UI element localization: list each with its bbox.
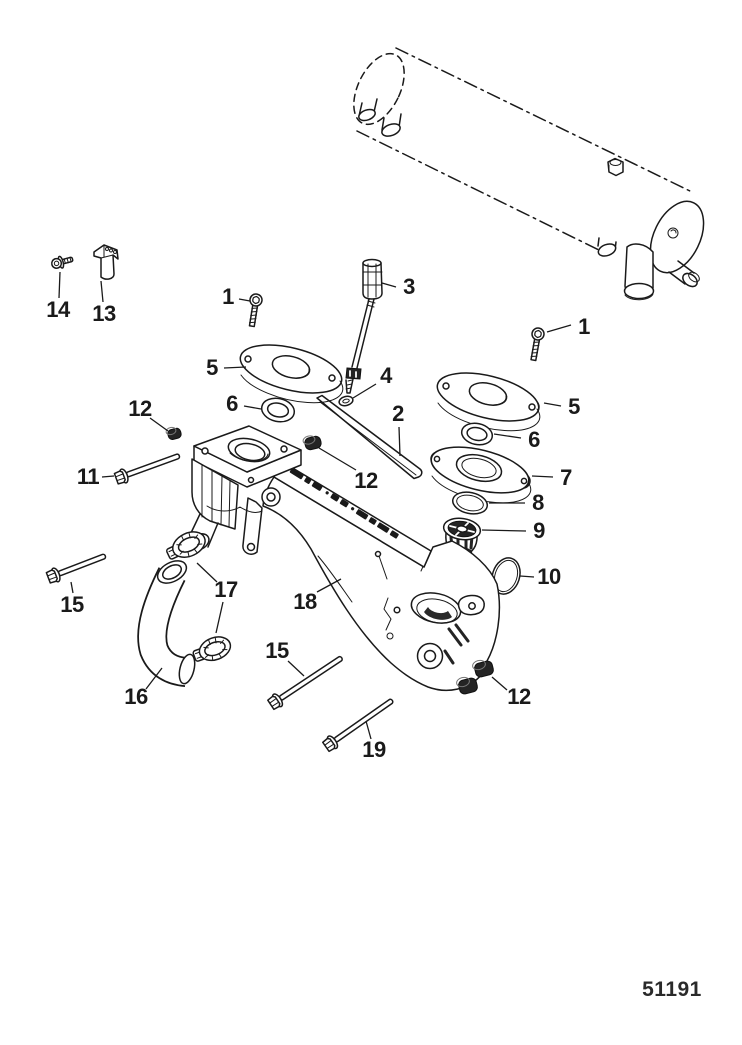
bolt-11 — [113, 453, 181, 485]
leader-12b — [318, 447, 357, 471]
callout-5a: 5 — [206, 355, 218, 380]
leader-2 — [398, 426, 401, 457]
socket-bolt-left — [245, 292, 264, 328]
leader-13 — [100, 280, 104, 303]
tank-nut — [607, 157, 624, 177]
leader-1a — [238, 298, 251, 302]
leader-17 — [196, 562, 218, 583]
tank-side-fitting — [668, 260, 700, 288]
leader-4 — [352, 383, 377, 399]
clip-bracket-13 — [93, 244, 119, 280]
casting-marks — [289, 467, 399, 539]
callout-12c: 12 — [507, 684, 531, 709]
callout-3: 3 — [403, 274, 415, 299]
hose-elbow — [137, 560, 196, 687]
tank-bottom-stub — [597, 237, 617, 257]
callout-14: 14 — [46, 297, 70, 322]
plug-12a — [165, 426, 182, 440]
flat-bar — [316, 394, 423, 480]
callout-9: 9 — [533, 518, 545, 543]
drawing-number: 51191 — [642, 978, 702, 1001]
gasket-plate — [430, 446, 532, 504]
hose-clamp-upper — [166, 531, 206, 560]
callout-19: 19 — [362, 737, 386, 762]
socket-bolt-right — [526, 326, 546, 362]
bolt-19 — [321, 698, 394, 753]
tank-elbow-outlet — [623, 243, 655, 301]
flange-plate-left — [239, 344, 344, 404]
callout-13: 13 — [92, 301, 116, 326]
callout-18: 18 — [293, 589, 317, 614]
callout-12a: 12 — [128, 396, 152, 421]
callout-15b: 15 — [265, 638, 289, 663]
leader-15a — [70, 581, 74, 594]
seal-ring-right — [460, 422, 494, 446]
callout-6b: 6 — [528, 427, 540, 452]
tank-end-cap — [649, 200, 705, 274]
leader-6b — [493, 433, 522, 439]
callout-16: 16 — [124, 684, 148, 709]
o-ring-10 — [491, 557, 521, 595]
callout-4: 4 — [380, 363, 392, 388]
leader-5a — [223, 366, 247, 369]
callout-8: 8 — [532, 490, 544, 515]
callout-10: 10 — [537, 564, 561, 589]
callout-15a: 15 — [60, 592, 84, 617]
bolt-15b — [267, 655, 343, 711]
cylindrical-tank-outline — [353, 47, 705, 301]
callout-1b: 1 — [578, 314, 590, 339]
bolt-15a — [45, 553, 107, 584]
leader-15b — [287, 660, 305, 677]
tank-stub-fittings — [358, 98, 402, 137]
leader-3 — [381, 282, 397, 288]
plug-12c-upper — [472, 659, 494, 678]
leader-7 — [531, 475, 554, 478]
callout-11: 11 — [76, 464, 100, 489]
seal-ring-left — [260, 397, 296, 423]
plug-12b — [302, 435, 322, 451]
callout-17: 17 — [214, 577, 238, 602]
small-ring — [338, 395, 354, 407]
leader-6a — [243, 405, 262, 410]
flange-plate-right — [436, 372, 541, 432]
leader-12a — [149, 417, 169, 432]
callout-5b: 5 — [568, 394, 580, 419]
callout-1a: 1 — [222, 284, 234, 309]
leader-14 — [58, 271, 61, 299]
leader-17 — [215, 601, 224, 634]
small-screw-14 — [51, 255, 74, 269]
sensor-probe — [345, 258, 383, 394]
leader-1b — [546, 324, 572, 333]
callout-7: 7 — [560, 465, 572, 490]
o-ring-8 — [451, 491, 489, 515]
callout-2: 2 — [392, 401, 404, 426]
leader-9 — [481, 529, 527, 532]
leader-5b — [543, 402, 562, 407]
leader-11 — [101, 475, 115, 478]
leader-19 — [365, 720, 372, 740]
leader-lines — [58, 271, 572, 740]
plug-12c-lower — [456, 676, 478, 695]
callout-6a: 6 — [226, 391, 238, 416]
leader-18 — [316, 578, 342, 593]
callout-12b: 12 — [354, 468, 378, 493]
hose-clamp-lower — [192, 636, 232, 662]
leader-12c — [491, 676, 508, 691]
leader-10 — [519, 575, 535, 578]
leader-16 — [145, 667, 163, 690]
